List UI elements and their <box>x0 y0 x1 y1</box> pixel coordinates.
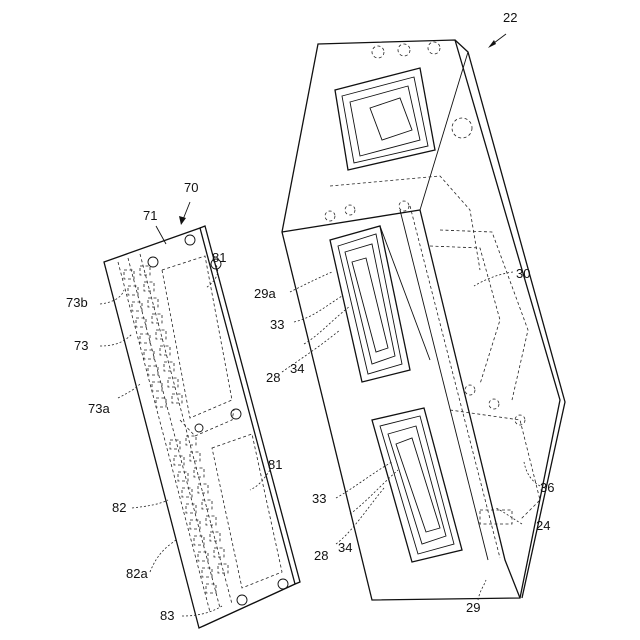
label-36: 36 <box>540 480 554 495</box>
label-71: 71 <box>143 208 157 223</box>
label-28-upper: 28 <box>266 370 280 385</box>
label-33-lower: 33 <box>312 491 326 506</box>
label-34-upper: 34 <box>290 361 304 376</box>
label-34-lower: 34 <box>338 540 352 555</box>
label-73a: 73a <box>88 401 110 416</box>
label-83: 83 <box>160 608 174 623</box>
board-dashed-rows <box>118 254 232 612</box>
label-73: 73 <box>74 338 88 353</box>
pad-row-lower <box>170 436 228 593</box>
label-28-lower: 28 <box>314 548 328 563</box>
connector-opening-lower <box>372 408 462 562</box>
housing-22 <box>282 40 565 600</box>
label-70: 70 <box>184 180 198 195</box>
label-73b: 73b <box>66 295 88 310</box>
label-82: 82 <box>112 500 126 515</box>
label-29a: 29a <box>254 286 276 301</box>
label-22: 22 <box>503 10 517 25</box>
label-29: 29 <box>466 600 480 615</box>
leader-lines <box>100 34 540 616</box>
label-81-upper: 81 <box>212 250 226 265</box>
connector-opening-upper <box>330 226 430 382</box>
label-30: 30 <box>516 266 530 281</box>
label-33-upper: 33 <box>270 317 284 332</box>
label-24: 24 <box>536 518 550 533</box>
pad-row-upper <box>124 266 182 407</box>
upper-opening <box>335 68 435 170</box>
label-82a: 82a <box>126 566 148 581</box>
label-81-lower: 81 <box>268 457 282 472</box>
